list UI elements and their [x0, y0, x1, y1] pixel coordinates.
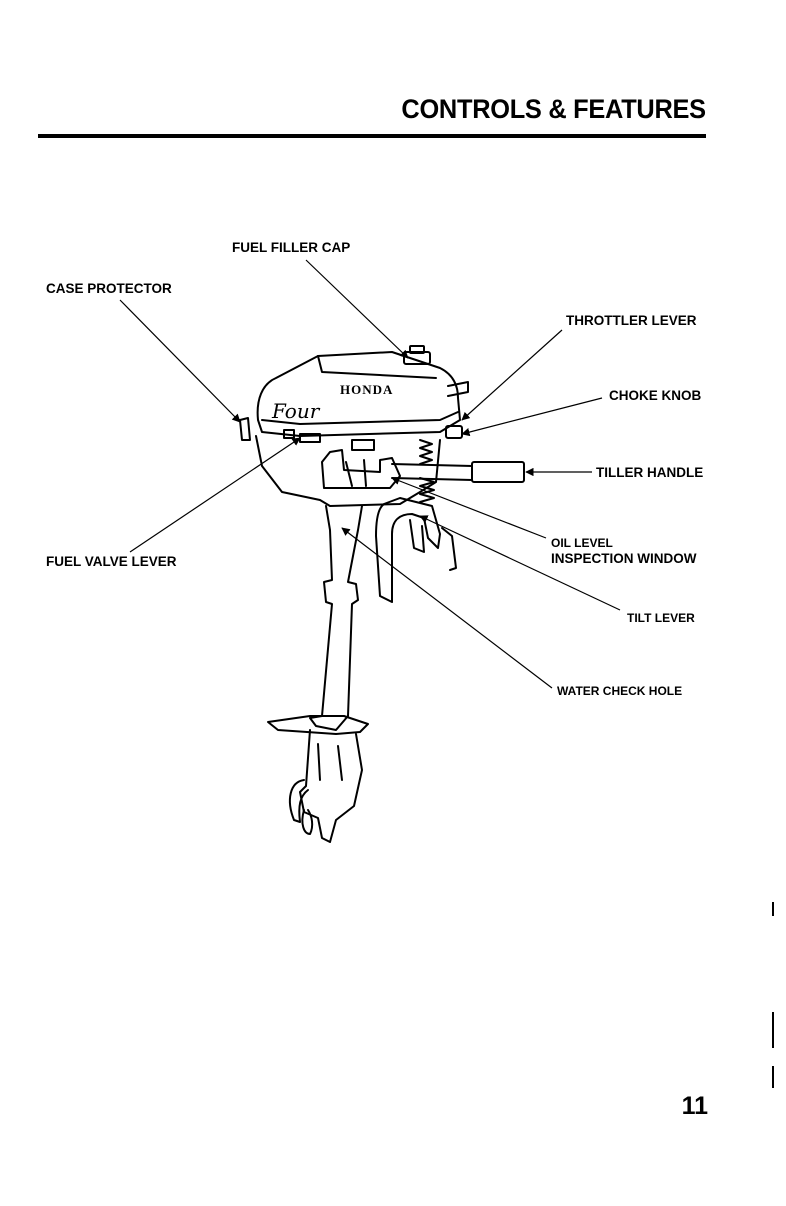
tilt-lever-shape [442, 528, 456, 570]
scan-mark [772, 1012, 774, 1048]
leader-water-check-hole [342, 528, 552, 688]
leader-choke-knob [462, 398, 602, 434]
tiller-arm [392, 464, 472, 480]
tiller-grip [472, 462, 524, 482]
case-protector-shape [240, 418, 250, 440]
leader-fuel-valve-lever [130, 438, 300, 552]
clamp-bracket [376, 498, 440, 602]
page-number: 11 [682, 1092, 708, 1121]
label-case-protector: CASE PROTECTOR [46, 281, 172, 297]
label-oil-level-window: OIL LEVEL INSPECTION WINDOW [551, 535, 697, 567]
label-tiller-handle: TILLER HANDLE [596, 465, 703, 481]
label-oil-level-line1: OIL LEVEL [551, 535, 697, 551]
leader-lines [120, 260, 620, 688]
anti-ventilation-plate [268, 716, 368, 734]
label-water-check-hole: WATER CHECK HOLE [557, 683, 682, 699]
label-throttle-lever: THROTTLER LEVER [566, 313, 697, 329]
spring [420, 440, 432, 464]
label-oil-level-line2: INSPECTION WINDOW [551, 551, 697, 567]
leader-fuel-filler-cap [306, 260, 408, 358]
scan-mark [772, 1066, 774, 1088]
drive-shaft-housing [310, 506, 362, 730]
scan-mark [772, 902, 774, 916]
leader-throttle-lever [462, 330, 562, 420]
honda-logo: HONDA [340, 382, 393, 397]
leader-oil-level [392, 478, 546, 538]
gear-case [300, 730, 362, 842]
label-tilt-lever: TILT LEVER [627, 610, 695, 626]
leader-case-protector [120, 300, 240, 422]
label-choke-knob: CHOKE KNOB [609, 388, 701, 404]
label-fuel-valve-lever: FUEL VALVE LEVER [46, 554, 177, 570]
four-badge: Four [271, 399, 321, 423]
label-fuel-filler-cap: FUEL FILLER CAP [232, 240, 350, 256]
